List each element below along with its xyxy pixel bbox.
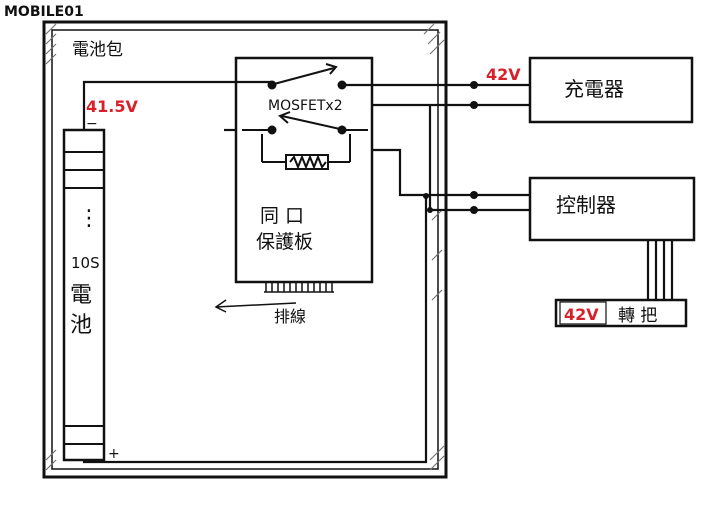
charger-voltage: 42V [486,65,521,84]
watermark-logo: MOBILE01 [4,4,84,20]
ribbon-cable [214,282,334,313]
battery-label-line1: 電 [70,283,92,308]
throttle-voltage: 42V [564,305,599,324]
mosfet-switches [242,63,368,170]
battery-pack-inner-box [51,29,439,470]
board-label-line1: 同 口 [260,205,304,227]
battery-pack-label: 電池包 [72,40,123,60]
battery-label-line2: 池 [70,313,92,338]
throttle-box [554,298,688,328]
box-hatching [45,23,445,471]
junction-dots [423,81,478,214]
battery-positive-terminal: + [108,446,120,462]
mosfet-label: MOSFETx2 [268,98,343,114]
controller-box [528,176,696,242]
battery-cell-count: 10S [71,254,100,272]
battery-negative-terminal: − [86,116,98,132]
wires [82,80,674,464]
battery-pack-box [42,20,448,479]
charger-label: 充電器 [564,77,624,101]
battery-body [62,128,106,462]
battery-cells [62,128,106,462]
battery-ellipsis: ⋮ [78,206,100,231]
charger-box [528,56,694,124]
battery-voltage: 41.5V [86,97,138,116]
throttle-label: 轉 把 [618,306,657,326]
board-label-line2: 保護板 [256,231,313,253]
watermark-text: MOBILE01 [4,4,84,20]
ribbon-cable-label: 排線 [274,307,306,326]
controller-label: 控制器 [556,193,616,217]
